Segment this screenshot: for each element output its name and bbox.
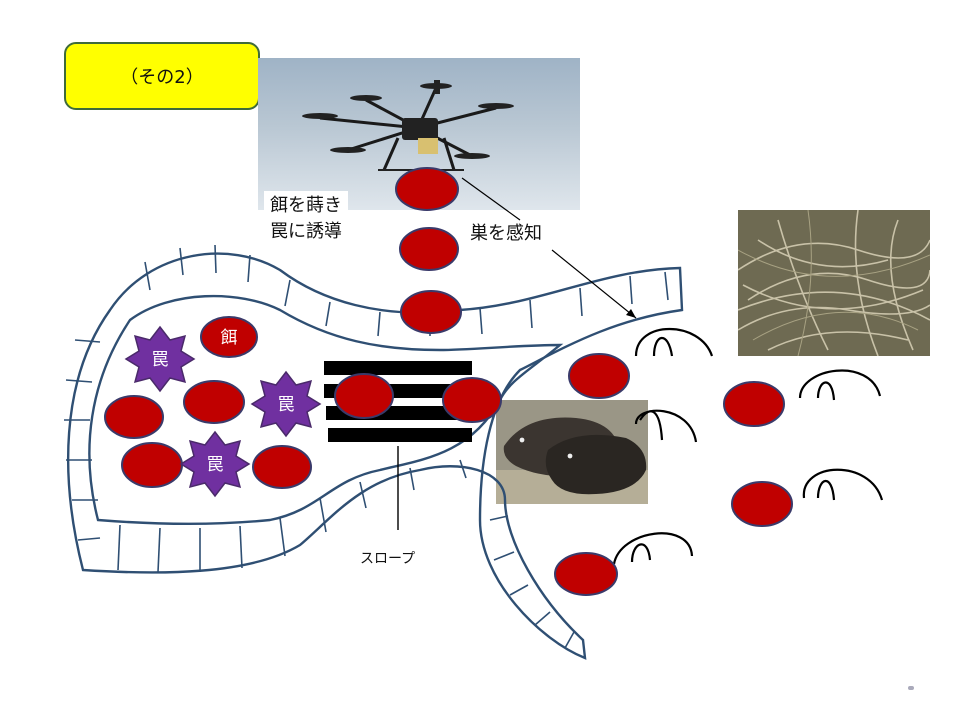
boar-photo (496, 400, 648, 504)
trap-mark-label: 罠 (278, 395, 295, 415)
nest-arch (634, 327, 714, 357)
bait-circle (731, 481, 793, 527)
nest-leader-line-1 (461, 177, 521, 221)
bait-instruction-label: 餌を蒔き 罠に誘導 (264, 191, 348, 247)
bait-circle (399, 227, 459, 271)
trap-star-2 (250, 370, 322, 438)
slope-label: スロープ (360, 551, 416, 567)
bait-circle (400, 290, 462, 334)
nest-photo (738, 210, 930, 356)
trap-mark-label: 罠 (207, 455, 224, 475)
page-mark (908, 686, 914, 690)
nest-arch (802, 468, 884, 501)
bait-circle (252, 445, 312, 489)
bait-circle (200, 316, 258, 358)
trap-stars (124, 325, 322, 498)
bait-circle (554, 552, 618, 596)
bait-circle (395, 167, 459, 211)
title-badge-label: （その2） (120, 67, 204, 88)
bait-mark-label: 餌 (221, 328, 238, 348)
bait-circle (334, 373, 394, 419)
bait-circle (568, 353, 630, 399)
mark-labels: 餌 罠 罠 罠 (152, 328, 295, 475)
title-badge: （その2） (64, 42, 260, 110)
nest-arch (634, 409, 698, 443)
nest-detect-label: 巣を感知 (470, 223, 542, 244)
nest-leader-line-2 (551, 249, 637, 319)
nest-arch (612, 532, 694, 565)
inner-enclosure-outline (88, 294, 564, 525)
bait-circle (183, 380, 245, 424)
outer-terrain-outline (66, 252, 684, 660)
bait-circle (442, 377, 502, 423)
trap-star-3 (179, 430, 251, 498)
trap-mark-label: 罠 (152, 350, 169, 370)
bait-circle (723, 381, 785, 427)
bait-circles (104, 167, 793, 596)
nest-arch (798, 369, 882, 401)
trap-star-1 (124, 325, 196, 393)
nest-arches (612, 327, 884, 565)
terrain-ticks (64, 244, 669, 649)
bait-circle (104, 395, 164, 439)
bait-circle (121, 442, 183, 488)
